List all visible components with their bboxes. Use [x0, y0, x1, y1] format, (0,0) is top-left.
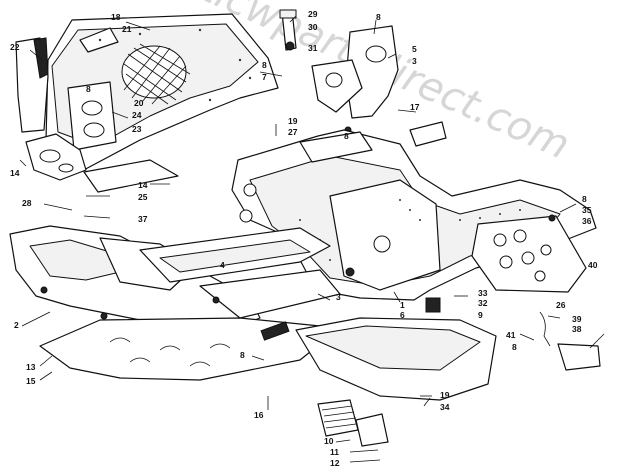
rear-bracket	[471, 214, 587, 293]
callout-15: 15	[26, 376, 36, 386]
callout-29: 29	[308, 9, 318, 19]
callout-23: 23	[132, 124, 142, 134]
callout-labels: 18 21 22 29 30 31 8 5 3 8 7 8 24 23 20 1…	[10, 9, 598, 468]
callout-38: 38	[572, 324, 582, 334]
leader-lines	[19, 15, 605, 463]
callout-8: 8	[262, 60, 267, 70]
callout-14: 14	[10, 168, 20, 178]
callout-9: 9	[478, 310, 483, 320]
callout-8: 8	[86, 84, 91, 94]
callout-22: 22	[10, 42, 20, 52]
callout-28: 28	[22, 198, 32, 208]
callout-21: 21	[122, 24, 132, 34]
callout-19: 19	[288, 116, 298, 126]
callout-18: 18	[111, 12, 121, 22]
callout-20: 20	[134, 98, 144, 108]
callout-35: 35	[582, 205, 592, 215]
front-frame-bumper	[9, 225, 341, 331]
callout-8: 8	[344, 131, 349, 141]
callout-36: 36	[582, 216, 592, 226]
callout-41: 41	[506, 330, 516, 340]
callout-24: 24	[132, 110, 142, 120]
front-panel-assembly	[15, 13, 279, 193]
callout-8: 8	[240, 350, 245, 360]
callout-8: 8	[582, 194, 587, 204]
callout-30: 30	[308, 22, 318, 32]
callout-4: 4	[220, 260, 225, 270]
callout-8: 8	[376, 12, 381, 22]
callout-26: 26	[556, 300, 566, 310]
callout-17: 17	[410, 102, 420, 112]
callout-11: 11	[330, 447, 339, 457]
callout-40: 40	[588, 260, 598, 270]
belly-pan	[39, 317, 341, 381]
callout-25: 25	[138, 192, 148, 202]
callout-1: 1	[400, 300, 405, 310]
callout-32: 32	[478, 298, 488, 308]
callout-27: 27	[288, 127, 298, 137]
callout-10: 10	[324, 436, 334, 446]
callout-3: 3	[336, 292, 341, 302]
callout-19: 19	[440, 390, 450, 400]
callout-5: 5	[412, 44, 417, 54]
callout-37: 37	[138, 214, 148, 224]
callout-7: 7	[262, 72, 267, 82]
callout-39: 39	[572, 314, 582, 324]
callout-33: 33	[478, 288, 488, 298]
bottom-pan-assembly	[260, 297, 601, 447]
callout-6: 6	[400, 310, 405, 320]
callout-34: 34	[440, 402, 450, 412]
callout-2: 2	[14, 320, 19, 330]
callout-12: 12	[330, 458, 340, 468]
callout-8: 8	[512, 342, 517, 352]
callout-31: 31	[308, 43, 318, 53]
steering-bracket-assembly	[279, 9, 399, 134]
callout-3: 3	[412, 56, 417, 66]
callout-16: 16	[254, 410, 264, 420]
callout-13: 13	[26, 362, 36, 372]
callout-14: 14	[138, 180, 148, 190]
